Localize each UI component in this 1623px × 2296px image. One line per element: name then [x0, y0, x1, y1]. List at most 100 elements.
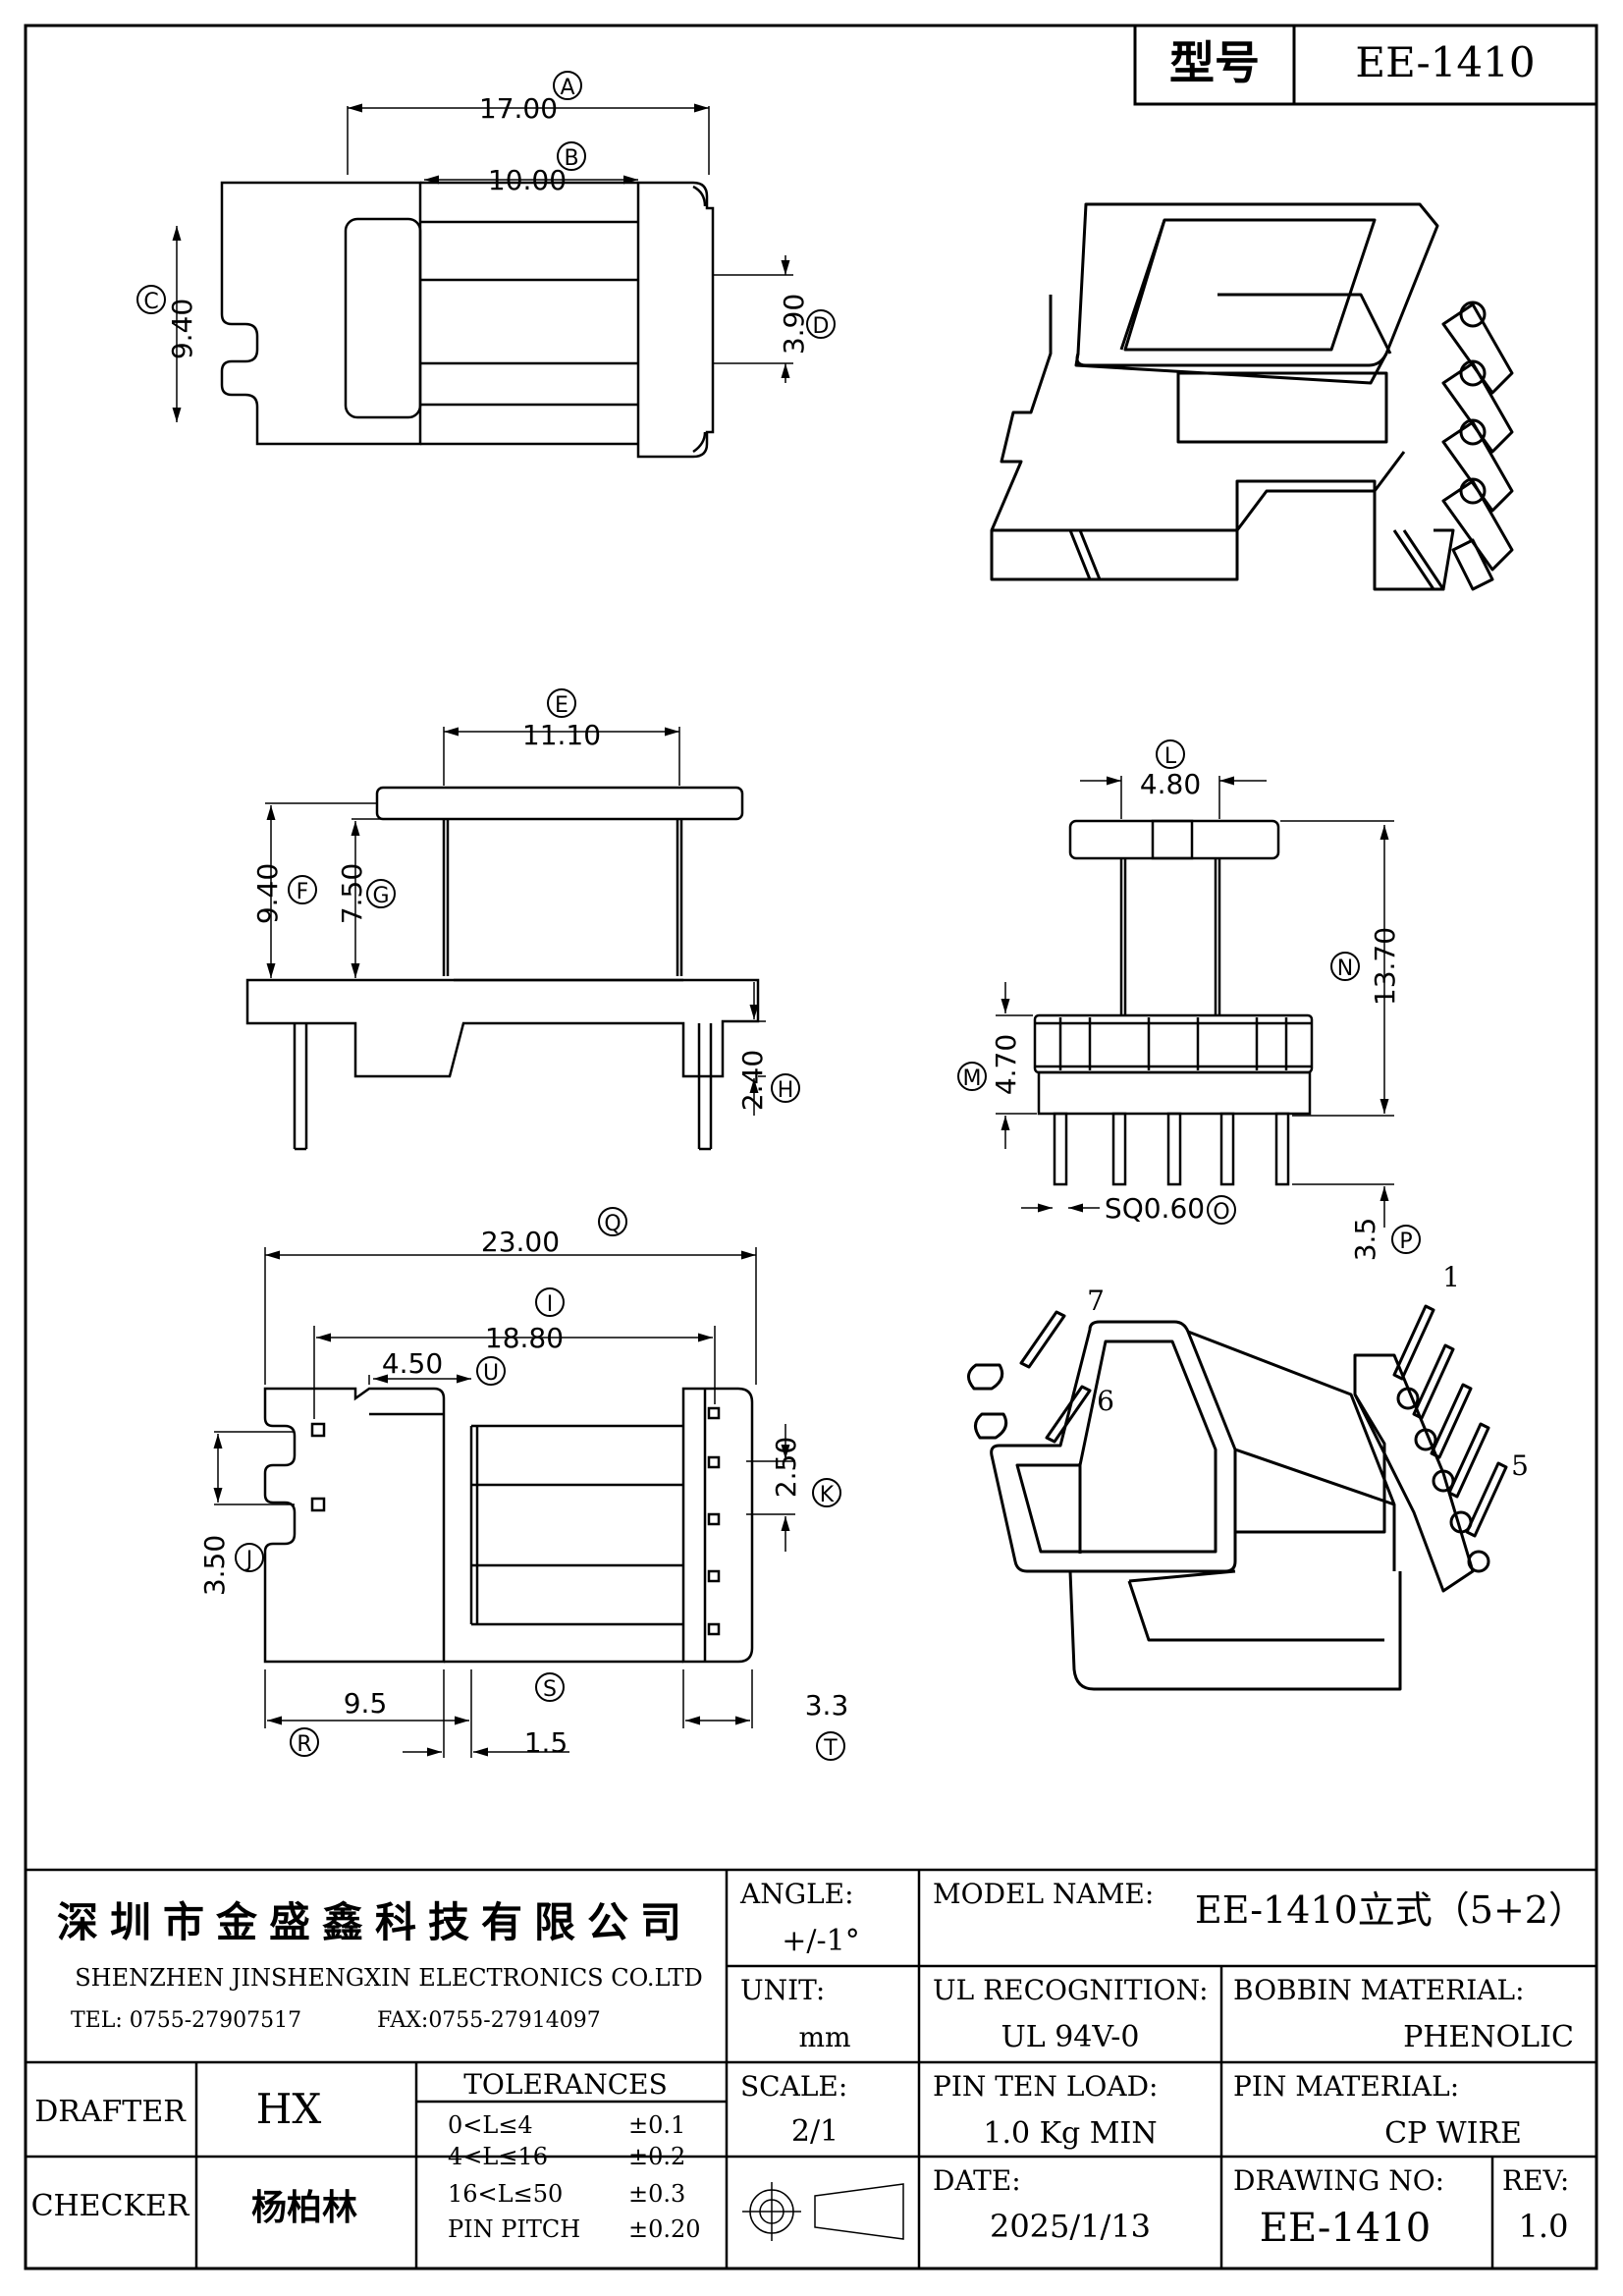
dim-j-value: 3.50: [198, 1535, 231, 1596]
dim-c-value: 9.40: [166, 299, 198, 359]
date-label: DATE:: [933, 2164, 1021, 2197]
tol-range-3: PIN PITCH: [448, 2215, 580, 2243]
dim-f-tag: F: [297, 880, 309, 904]
unit-label: UNIT:: [740, 1974, 825, 2006]
iso-view-2-labels: 1 5 6 7: [1087, 1261, 1529, 1482]
drawing-no-label: DRAWING NO:: [1233, 2164, 1444, 2197]
dim-t-value: 3.3: [805, 1689, 849, 1722]
dim-u-tag: U: [483, 1361, 499, 1386]
pin-label-6: 6: [1097, 1385, 1114, 1417]
type-label: 型号: [1169, 36, 1260, 89]
title-block-symbol: [742, 2182, 904, 2241]
pin-label-7: 7: [1087, 1285, 1105, 1317]
side-view-dims: [265, 727, 766, 1116]
side-view-labels: 11.10 E 9.40 F 7.50 G 2.40 H: [251, 688, 800, 1111]
top-view-labels: 17.00 A 10.00 B 9.40 C 3.90 D: [136, 71, 836, 359]
rev-label: REV:: [1502, 2164, 1569, 2197]
tol-value-3: ±0.20: [628, 2215, 701, 2243]
dim-b-value: 10.00: [488, 164, 567, 196]
dim-g-value: 7.50: [336, 863, 368, 924]
dim-b-tag: B: [564, 146, 578, 171]
pin-load-label: PIN TEN LOAD:: [933, 2070, 1158, 2103]
dim-n-tag: N: [1337, 957, 1353, 981]
drawing-no-value: EE-1410: [1260, 2206, 1431, 2251]
title-block-text: 深圳市金盛鑫科技有限公司 SHENZHEN JINSHENGXIN ELECTR…: [31, 1878, 1586, 2251]
dim-e-value: 11.10: [522, 719, 601, 751]
pin-label-5: 5: [1511, 1449, 1529, 1482]
company-fax: FAX:0755-27914097: [377, 2008, 601, 2033]
dim-a-tag: A: [560, 76, 574, 100]
dim-f-value: 9.40: [251, 863, 284, 924]
pin-label-1: 1: [1442, 1261, 1460, 1293]
tol-value-2: ±0.3: [628, 2180, 685, 2208]
dim-q-tag: Q: [604, 1212, 621, 1236]
dim-l-value: 4.80: [1140, 768, 1201, 800]
scale-value: 2/1: [791, 2114, 839, 2149]
front-view: [1033, 819, 1314, 1186]
dim-q-value: 23.00: [481, 1226, 560, 1258]
top-view-dims: [172, 103, 793, 422]
dim-i-tag: I: [547, 1292, 554, 1317]
dim-i-value: 18.80: [485, 1322, 564, 1354]
bottom-view-labels: 23.00 Q 18.80 I 4.50 U 2.50 K 3.50 J 9.5…: [198, 1207, 849, 1761]
dim-n-value: 13.70: [1369, 927, 1401, 1006]
tol-range-0: 0<L≤4: [448, 2111, 533, 2139]
model-code: EE-1410: [1355, 38, 1535, 86]
tolerances-label: TOLERANCES: [463, 2068, 668, 2101]
dim-m-tag: M: [963, 1066, 982, 1091]
unit-value: mm: [798, 2021, 850, 2053]
dim-t-tag: T: [823, 1736, 838, 1761]
bobbin-material-label: BOBBIN MATERIAL:: [1233, 1974, 1525, 2006]
angle-value: +/-1°: [782, 1924, 859, 1958]
pin-load-value: 1.0 Kg MIN: [983, 2116, 1157, 2151]
sheet-border: [24, 24, 1598, 2270]
dim-j-tag: J: [244, 1548, 253, 1572]
dim-e-tag: E: [555, 693, 568, 718]
bottom-view-dims: [213, 1247, 795, 1758]
dim-o-value: SQ0.60: [1105, 1192, 1205, 1225]
title-block: [26, 1868, 1596, 2269]
top-view: [220, 181, 715, 459]
tol-value-0: ±0.1: [628, 2111, 685, 2139]
dim-s-tag: S: [543, 1677, 557, 1702]
dim-m-value: 4.70: [990, 1034, 1022, 1095]
dim-l-tag: L: [1164, 744, 1177, 769]
drafter-label: DRAFTER: [34, 2095, 187, 2129]
bobbin-material-value: PHENOLIC: [1403, 2020, 1574, 2054]
date-value: 2025/1/13: [990, 2208, 1151, 2245]
header-box: 型号 EE-1410: [1133, 24, 1598, 106]
dim-g-tag: G: [372, 884, 389, 908]
dim-a-value: 17.00: [479, 92, 558, 125]
dim-c-tag: C: [143, 290, 158, 314]
dim-k-value: 2.50: [770, 1437, 802, 1498]
dim-h-value: 2.40: [736, 1050, 769, 1111]
scale-label: SCALE:: [740, 2070, 847, 2103]
dim-r-tag: R: [297, 1732, 311, 1757]
company-tel: TEL: 0755-27907517: [71, 2008, 301, 2033]
company-name-en: SHENZHEN JINSHENGXIN ELECTRONICS CO.LTD: [75, 1964, 703, 1992]
company-name-cn: 深圳市金盛鑫科技有限公司: [57, 1898, 693, 1946]
model-name-value: EE-1410立式（5+2）: [1195, 1888, 1586, 1932]
ul-label: UL RECOGNITION:: [933, 1974, 1209, 2006]
rev-value: 1.0: [1519, 2208, 1569, 2245]
pin-material-value: CP WIRE: [1384, 2116, 1522, 2151]
dim-p-tag: P: [1399, 1230, 1412, 1254]
ul-value: UL 94V-0: [1001, 2020, 1139, 2054]
tol-range-2: 16<L≤50: [448, 2180, 563, 2208]
dim-s-value: 1.5: [524, 1726, 568, 1759]
drafter-value: HX: [256, 2085, 322, 2133]
dim-k-tag: K: [820, 1483, 835, 1507]
dim-h-tag: H: [778, 1078, 794, 1103]
tol-value-1: ±0.2: [628, 2143, 685, 2170]
front-view-labels: 4.80 L 13.70 N 4.70 M SQ0.60 O 3.5 P: [957, 739, 1421, 1262]
bottom-view: [263, 1387, 754, 1664]
tol-range-1: 4<L≤16: [448, 2143, 548, 2170]
dim-u-value: 4.50: [382, 1347, 443, 1380]
angle-label: ANGLE:: [739, 1878, 854, 1910]
dim-p-value: 3.5: [1349, 1218, 1381, 1262]
dim-r-value: 9.5: [344, 1687, 388, 1720]
pin-material-label: PIN MATERIAL:: [1233, 2070, 1459, 2103]
dim-d-value: 3.90: [778, 294, 810, 355]
dim-d-tag: D: [813, 314, 830, 339]
